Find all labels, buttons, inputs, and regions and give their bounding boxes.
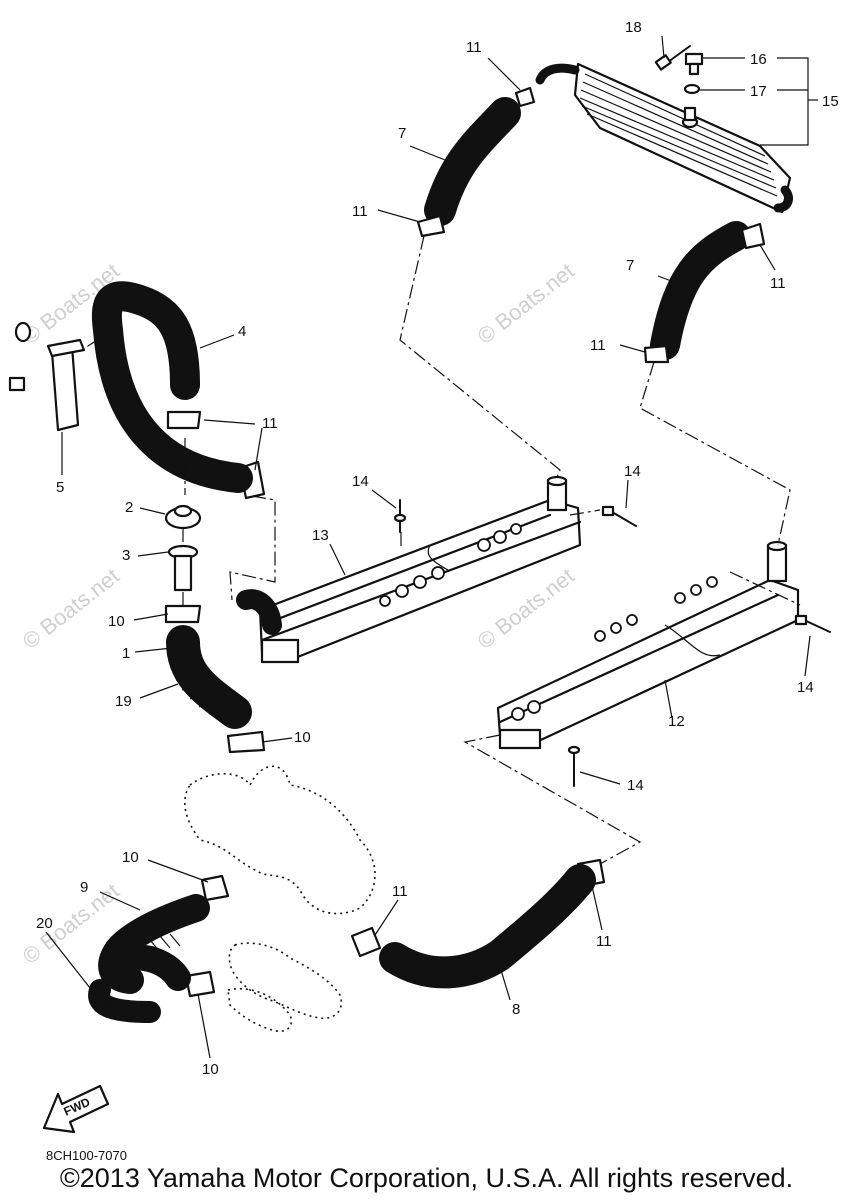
hose-7-upper-part [424, 97, 521, 226]
callout-5: 5 [56, 479, 64, 496]
bracket-5-part [8, 321, 86, 432]
callout-9: 9 [80, 879, 88, 896]
callout-11: 11 [262, 415, 278, 432]
oil-cooler-part [535, 62, 793, 214]
callout-12: 12 [668, 713, 685, 730]
callout-8: 8 [512, 1001, 520, 1018]
thermostat-3-part [167, 544, 199, 592]
callout-18: 18 [625, 19, 642, 36]
hose-8-part [379, 864, 596, 989]
callout-14: 14 [624, 463, 641, 480]
clamps-10 [164, 604, 266, 998]
callout-14: 14 [627, 777, 644, 794]
hose-9-part [98, 894, 210, 994]
bolt-16-part [684, 52, 704, 76]
callout-19: 19 [115, 693, 132, 710]
assembly-lines [81, 235, 801, 865]
callout-11: 11 [466, 39, 482, 56]
callout-10: 10 [294, 729, 311, 746]
callout-11: 11 [596, 933, 612, 950]
callout-14: 14 [352, 473, 369, 490]
watermark: © Boats.net [473, 258, 579, 349]
rivet-18-part [654, 45, 691, 71]
diagram-code: 8CH100-7070 [46, 1148, 127, 1163]
rivets-14 [393, 499, 831, 787]
corrugated-hose-1-part [166, 625, 252, 729]
radiator-13-part [236, 475, 582, 664]
callout-10: 10 [122, 849, 139, 866]
callout-13: 13 [312, 527, 329, 544]
callout-7: 7 [626, 257, 634, 274]
callouts: 18 16 17 15 11 7 11 7 11 11 4 11 5 2 3 1… [36, 19, 839, 1078]
hose-4-part [91, 281, 253, 493]
callout-14: 14 [797, 679, 814, 696]
washer-17-part [683, 83, 701, 95]
callout-3: 3 [122, 547, 130, 564]
engine-outline [184, 765, 376, 1032]
clamps-11 [166, 86, 766, 958]
callout-4: 4 [238, 323, 246, 340]
copyright-notice: ©2013 Yamaha Motor Corporation, U.S.A. A… [59, 1163, 794, 1193]
callout-7: 7 [398, 125, 406, 142]
callout-20: 20 [36, 915, 53, 932]
fwd-arrow: FWD [42, 1084, 110, 1134]
callout-11: 11 [352, 203, 368, 220]
callout-17: 17 [750, 83, 767, 100]
callout-16: 16 [750, 51, 767, 68]
thermostat-cover-2-part [164, 504, 202, 530]
callout-11: 11 [392, 883, 408, 900]
callout-10: 10 [108, 613, 125, 630]
callout-10: 10 [202, 1061, 219, 1078]
corrugated-hose-20-part [88, 933, 181, 1023]
watermark: © Boats.net [18, 563, 124, 654]
callout-11: 11 [770, 275, 786, 292]
callout-11: 11 [590, 337, 606, 354]
leader-lines [45, 35, 818, 1059]
radiator-12-part [496, 540, 800, 750]
hose-7-right-part [650, 221, 751, 360]
callout-15: 15 [822, 93, 839, 110]
callout-2: 2 [125, 499, 133, 516]
callout-1: 1 [122, 645, 130, 662]
